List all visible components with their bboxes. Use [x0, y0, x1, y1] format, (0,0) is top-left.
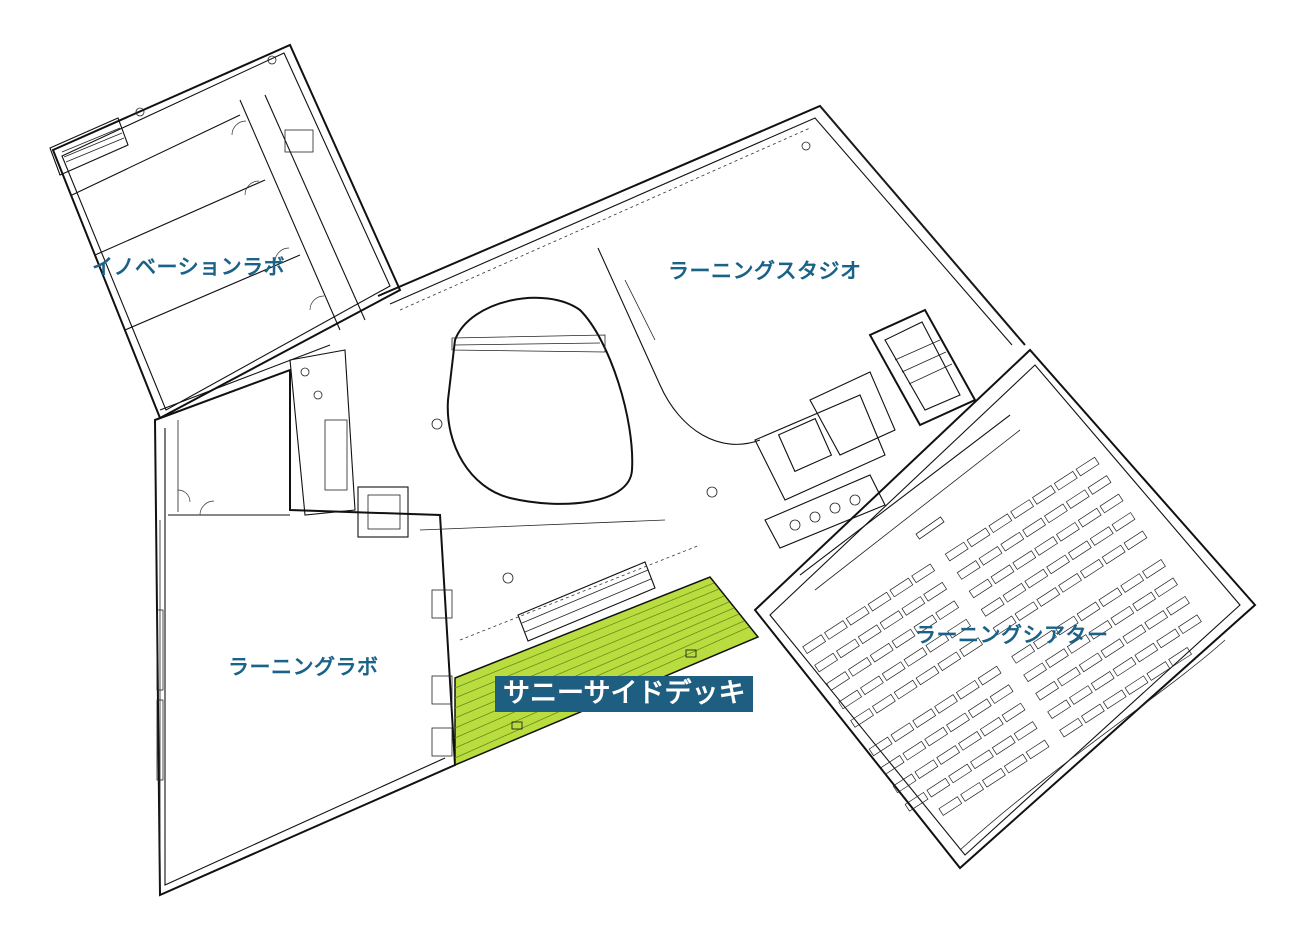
room-label-learning-studio: ラーニングスタジオ: [668, 259, 862, 283]
learning-lab-walls: [153, 368, 457, 897]
innovation-lab-wing: [49, 43, 402, 420]
main-hall-walls: [377, 104, 1026, 584]
restrooms-left: [289, 349, 409, 538]
deck-area: [454, 576, 760, 767]
deck-label-sunny-side-deck: サニーサイドデッキ: [495, 676, 754, 712]
room-label-learning-lab: ラーニングラボ: [228, 655, 379, 679]
room-label-learning-theater: ラーニングシアター: [915, 623, 1109, 647]
atrium-void: [446, 296, 634, 505]
service-core: [754, 308, 977, 549]
learning-theater-walls: [753, 348, 1257, 870]
escalator: [419, 519, 701, 642]
sunny-side-deck: [454, 576, 760, 767]
theater-seating: [802, 456, 1202, 816]
room-label-innovation-lab: イノベーションラボ: [92, 255, 286, 279]
